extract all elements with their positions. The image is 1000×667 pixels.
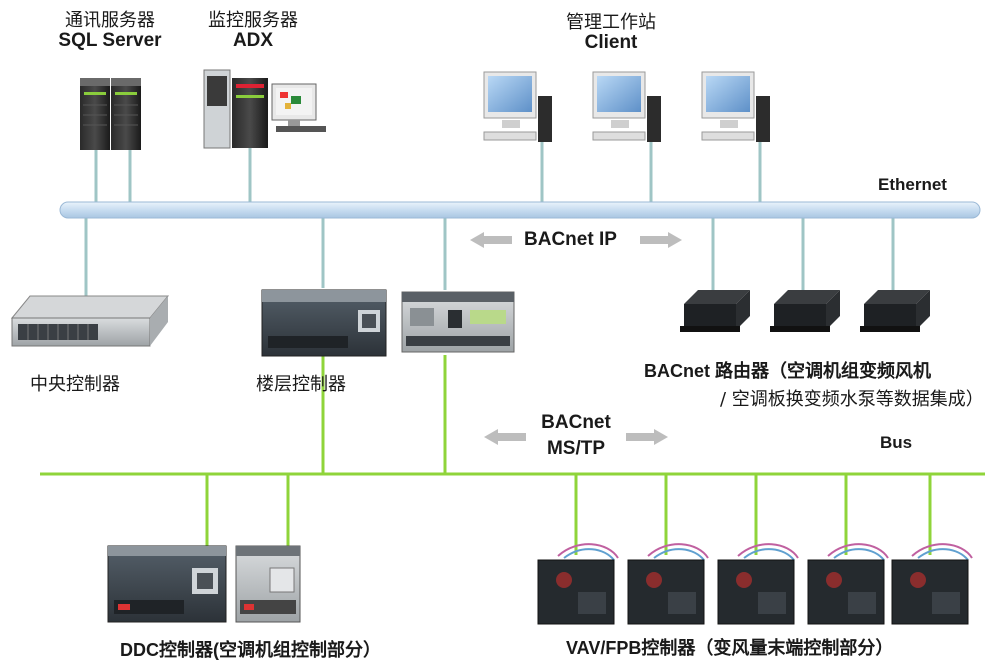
bacnet-ip-label: BACnet IP <box>524 229 617 250</box>
ddc-controller-2-icon <box>235 545 301 623</box>
client-workstation-2-icon <box>592 71 661 142</box>
ethernet-label: Ethernet <box>878 175 947 194</box>
vav-controller-2-icon <box>627 543 709 625</box>
vav-controller-label: VAV/FPB控制器（变风量末端控制部分） <box>566 638 894 658</box>
workstation-title: 管理工作站 <box>566 12 656 33</box>
bacnet-ip-arrow <box>470 232 682 248</box>
ethernet-drops <box>84 142 895 298</box>
floor-controller-label: 楼层控制器 <box>256 374 346 395</box>
monitor-server-title: 监控服务器 <box>208 10 298 31</box>
vav-controller-5-icon <box>891 543 973 625</box>
bacnet-mstp-label-line2: MS/TP <box>546 438 606 459</box>
workstation-subtitle: Client <box>584 32 638 53</box>
ip-controller-icon <box>401 291 515 353</box>
bacnet-mstp-label-line1: BACnet <box>541 412 611 433</box>
ddc-controller-1-icon <box>107 545 227 623</box>
bus-label: Bus <box>880 433 913 452</box>
bacnet-mstp-arrow <box>484 429 668 445</box>
router-label-line1: BACnet 路由器（空调机组变频风机 <box>644 357 931 383</box>
monitor-server-subtitle: ADX <box>232 30 274 51</box>
vav-controller-1-icon <box>537 543 619 625</box>
mstp-bus <box>40 355 985 555</box>
vav-controller-4-icon <box>807 543 889 625</box>
central-controller-label: 中央控制器 <box>30 374 120 395</box>
adx-server-icon <box>203 69 326 149</box>
router-label-text: BACnet 路由器（空调机组变频风机 <box>644 361 931 381</box>
sql-server-icon <box>80 78 141 150</box>
ddc-controller-label: DDC控制器(空调机组控制部分） <box>120 640 381 660</box>
comm-server-title: 通讯服务器 <box>65 10 155 31</box>
bacnet-router-3-icon <box>860 290 930 332</box>
client-workstation-1-icon <box>483 71 552 142</box>
client-workstation-3-icon <box>701 71 770 142</box>
bacnet-router-1-icon <box>680 290 750 332</box>
vav-controller-3-icon <box>717 543 799 625</box>
floor-controller-icon <box>261 289 387 357</box>
bacnet-router-2-icon <box>770 290 840 332</box>
comm-server-subtitle: SQL Server <box>58 30 162 51</box>
router-label-line2: / 空调板换变频水泵等数据集成） <box>720 389 984 410</box>
central-controller-icon <box>10 295 170 347</box>
ethernet-backbone <box>59 201 981 219</box>
